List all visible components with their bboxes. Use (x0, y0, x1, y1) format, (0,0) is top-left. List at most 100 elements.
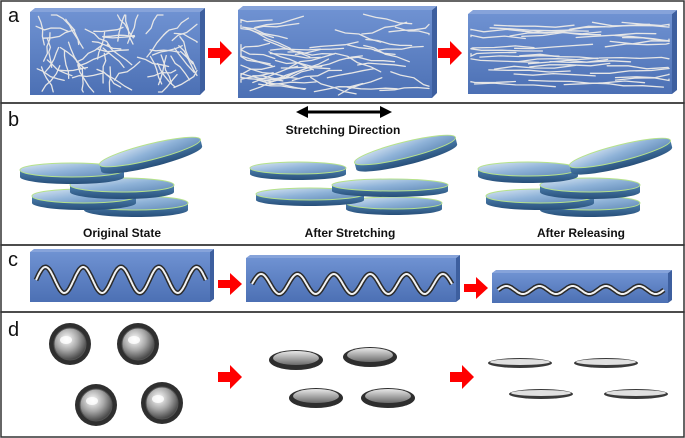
flat-particle (488, 358, 552, 368)
fiber (591, 21, 670, 28)
fiber (240, 72, 274, 83)
fiber (41, 65, 61, 92)
fiber (149, 55, 163, 85)
fiber (291, 69, 343, 82)
wave-block-3 (492, 270, 672, 303)
fiber (40, 66, 54, 93)
disk (569, 137, 673, 175)
fiber (96, 48, 130, 53)
fiber (268, 81, 317, 86)
fiber (76, 43, 104, 63)
panel-b: Stretching Direction Original State Afte… (19, 106, 673, 240)
red-arrow-c1 (218, 273, 242, 295)
disk (539, 177, 641, 199)
fiber (170, 55, 191, 81)
fiber (240, 73, 273, 83)
fiber (394, 26, 430, 36)
ellipsoid-particle (343, 347, 397, 367)
panel-d-letter: d (8, 319, 19, 341)
fiber (470, 51, 517, 58)
fiber (518, 57, 599, 63)
fiber (96, 68, 122, 88)
fiber (269, 52, 322, 59)
fiber (108, 66, 112, 93)
fiber (493, 24, 575, 28)
fiber (240, 42, 271, 53)
fiber (145, 14, 164, 35)
panel-c-letter: c (8, 249, 18, 271)
fiber (334, 52, 382, 73)
fiber (288, 52, 336, 69)
fiber (470, 28, 525, 33)
fiber (326, 67, 375, 79)
panel-d-frame (0, 311, 685, 438)
fiber (390, 71, 430, 87)
fiber (59, 46, 86, 70)
caption-after-stretching: After Stretching (305, 226, 396, 240)
fiber (609, 40, 670, 45)
wave-block-1 (30, 249, 214, 302)
fiber (116, 14, 134, 39)
ellipsoid-particle (269, 350, 323, 370)
fiber (513, 72, 596, 77)
red-arrow-a1 (208, 41, 232, 65)
fiber (363, 44, 410, 63)
fiber (513, 43, 594, 50)
fiber (470, 58, 540, 64)
fiber (240, 65, 276, 76)
fiber (117, 14, 126, 42)
fiber (173, 32, 198, 44)
red-arrow-d2 (450, 365, 474, 389)
fiber (316, 55, 363, 68)
panel-d (49, 323, 668, 426)
panel-c (30, 249, 672, 303)
fiber (519, 53, 599, 60)
fiber (245, 26, 291, 49)
fiber (258, 83, 307, 90)
sphere-particle (75, 384, 117, 426)
fiber (361, 21, 408, 35)
fiber (179, 36, 194, 65)
fiber (44, 46, 60, 73)
fiber (91, 40, 122, 50)
red-arrow-c2 (464, 277, 488, 299)
fiber (346, 44, 396, 56)
disk (99, 136, 203, 174)
fiber (240, 72, 284, 82)
fiber (240, 53, 273, 67)
fiber (509, 30, 589, 37)
fiber (606, 65, 670, 70)
fiber (173, 69, 198, 89)
fiber (269, 48, 321, 51)
flat-particle (604, 389, 668, 399)
disk (354, 134, 458, 172)
fiber (379, 86, 430, 92)
fiber (77, 52, 110, 67)
flat-particle (509, 389, 573, 399)
fiber (251, 22, 300, 30)
fiber (147, 69, 177, 78)
panel-b-letter: b (8, 109, 19, 131)
fiber (365, 38, 413, 47)
ellipsoid-particle (289, 388, 343, 408)
fiber (621, 21, 670, 27)
fiber (160, 54, 173, 85)
fiber (374, 45, 424, 52)
fiber-block-aligned (468, 10, 677, 94)
fiber (527, 58, 609, 65)
fiber (488, 69, 571, 73)
fiber (81, 67, 84, 93)
fiber (473, 82, 556, 88)
fiber (604, 42, 670, 48)
fiber (274, 59, 323, 68)
fiber (84, 28, 112, 49)
fiber (102, 52, 107, 84)
fiber (125, 14, 134, 45)
fiber (77, 64, 95, 93)
fiber (268, 51, 315, 71)
sphere-particle (117, 323, 159, 365)
fiber (470, 48, 544, 52)
panel-a (30, 6, 677, 98)
